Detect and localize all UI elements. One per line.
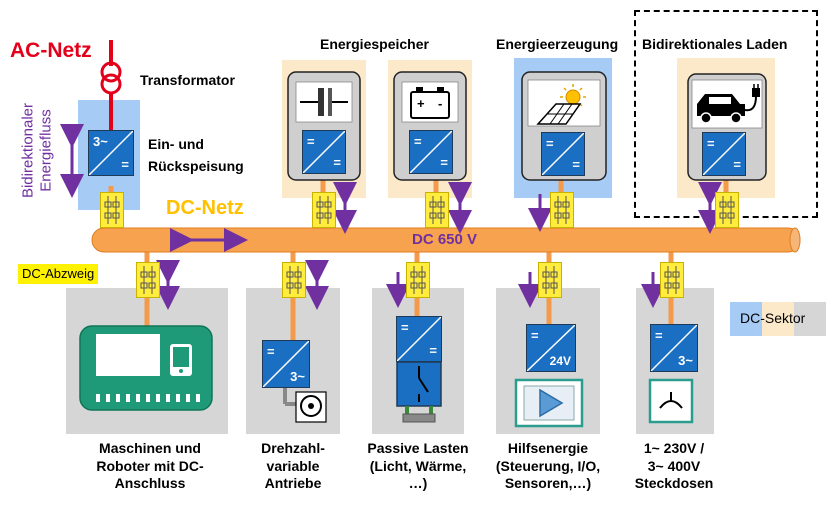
load-label-sockets: 1~ 230V / 3~ 400V Steckdosen [622,440,726,493]
load-label-line: Steckdosen [634,475,714,491]
ac-feeder [100,40,122,130]
load-label-machines: Maschinen und Roboter mit DC- Anschluss [70,440,230,493]
converter-dc-symbol: = [401,320,409,335]
battery-plus-symbol: + [417,96,425,111]
load-label-line: Drehzahl- [261,440,325,456]
converter-dc-symbol: = [267,344,275,359]
load-label-line: variable [266,457,320,474]
load-label-drives: Drehzahl- variable Antriebe [244,440,342,493]
load-label-line: 3~ 400V [647,457,701,474]
load-label-line: Sensoren,…) [504,475,592,491]
dc-branch-label: DC-Abzweig [18,264,99,284]
circuit-breaker-icon [538,262,562,298]
legend-label: DC-Sektor [740,310,806,326]
circuit-breaker-icon [715,192,739,228]
converter-ac-symbol: 3~ [290,369,305,384]
converter-ac-symbol: 3~ [93,134,108,149]
grid-infeed-converter: 3~ = [88,130,134,176]
passive-load-switch-icon [396,361,442,423]
header-energy-storage: Energiespeicher [320,36,429,52]
circuit-breaker-icon [425,192,449,228]
converter-dc-symbol: = [333,155,341,170]
load-label-passive: Passive Lasten (Licht, Wärme, …) [356,440,480,493]
ev-charging-converter: = = [702,132,746,176]
load-label-auxiliary: Hilfsenergie (Steuerung, I/O, Sensoren,…… [480,440,616,493]
circuit-breaker-icon [282,262,306,298]
converter-ac-symbol: 3~ [678,353,693,368]
battery-converter: = = [409,130,453,174]
solar-converter: = = [541,132,585,176]
auxiliary-converter: = 24V [526,324,576,372]
ac-grid-title: AC-Netz [10,39,92,62]
converter-24v-symbol: 24V [549,354,571,368]
converter-dc-symbol: = [440,155,448,170]
converter-dc-symbol: = [429,343,437,358]
transformer-icon [100,61,122,83]
load-label-line: Antriebe [264,475,322,491]
load-label-line: Maschinen und [99,440,201,456]
dc-grid-label: DC-Netz [166,197,244,219]
load-label-line: Passive Lasten [367,440,469,456]
circuit-breaker-icon [660,262,684,298]
battery-minus-symbol: - [438,96,443,111]
converter-dc-symbol: = [546,136,554,151]
bus-voltage-label: DC 650 V [412,231,478,248]
dc-bus-bar [91,227,801,253]
circuit-breaker-icon [312,192,336,228]
legend-swatch-beige [762,302,794,336]
load-label-line: (Steuerung, I/O, [495,457,601,474]
converter-dc-symbol: = [655,328,663,343]
load-label-line: Anschluss [114,475,186,491]
infeed-label-line1: Ein- und [148,136,204,152]
converter-dc-symbol: = [307,134,315,149]
infeed-label-line2: Rückspeisung [148,158,244,174]
load-label-line: …) [408,475,428,491]
dc-branch-label-text: DC-Abzweig [22,266,95,281]
amplifier-icon [514,378,584,428]
load-label-line: 1~ 230V / [643,440,705,456]
socket-converter: = 3~ [650,324,698,372]
legend-swatch-blue [730,302,762,336]
header-energy-generation: Energieerzeugung [496,36,619,52]
converter-dc-symbol: = [572,157,580,172]
load-label-line: Roboter mit DC- [96,457,204,474]
sector-legend: DC-Sektor [730,302,826,336]
supercap-converter: = = [302,130,346,174]
header-bidirectional-charging: Bidirektionales Laden [642,36,788,52]
converter-dc-symbol: = [414,134,422,149]
circuit-breaker-icon [406,262,430,298]
load-label-line: (Licht, Wärme, [369,457,467,474]
legend-swatch-gray [794,302,826,336]
converter-dc-symbol: = [707,136,715,151]
socket-icon [648,378,694,424]
converter-dc-symbol: = [733,157,741,172]
machine-icon [79,325,213,411]
passive-load-converter: = = [396,316,442,362]
circuit-breaker-icon [136,262,160,298]
circuit-breaker-icon [550,192,574,228]
circuit-breaker-icon [100,192,124,228]
transformer-label: Transformator [140,72,235,88]
flow-arrows [60,124,722,310]
converter-dc-symbol: = [531,328,539,343]
drive-converter: = 3~ [262,340,310,388]
motor-icon [283,388,327,423]
load-label-line: Hilfsenergie [507,440,589,456]
top-feeders [108,180,729,232]
converter-dc-symbol: = [121,157,129,172]
